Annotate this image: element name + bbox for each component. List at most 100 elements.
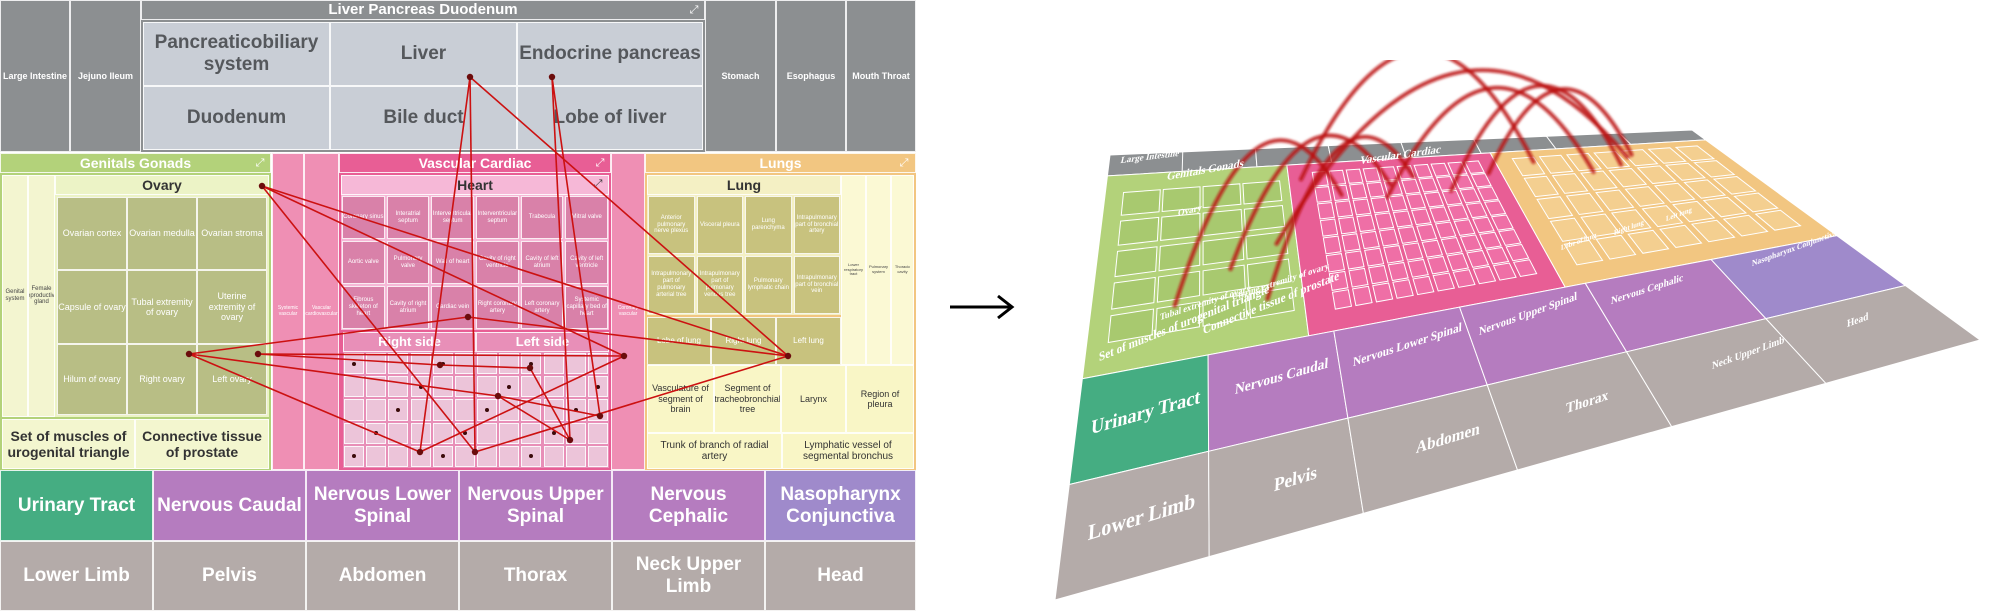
right-side-header[interactable]: Right side (343, 332, 476, 352)
cell-nervous-lower-spinal[interactable]: Nervous Lower Spinal (306, 470, 459, 541)
side-cell[interactable] (454, 445, 475, 467)
cell-left-ovary[interactable]: Left ovary (197, 344, 267, 415)
cell-nervous-upper-spinal[interactable]: Nervous Upper Spinal (459, 470, 612, 541)
expand-icon[interactable]: ⤢ (689, 4, 699, 16)
cell-female-gland[interactable]: Female reproductive gland (28, 175, 55, 417)
side-cell[interactable] (499, 376, 520, 398)
cell-bile-duct[interactable]: Bile duct (330, 86, 517, 150)
heart-cell[interactable]: Cavity of right atrium (386, 286, 430, 329)
cell-ovarian-cortex[interactable]: Ovarian cortex (57, 197, 127, 270)
side-cell[interactable] (587, 376, 608, 398)
side-cell[interactable] (388, 353, 409, 375)
heart-cell[interactable]: Wall of heart (431, 241, 474, 284)
lung-cell[interactable]: Visceral pleura (696, 196, 743, 254)
side-cell[interactable] (499, 445, 520, 467)
side-cell[interactable] (410, 353, 431, 375)
cell-lymphatic-vessel[interactable]: Lymphatic vessel of segmental bronchus (782, 433, 914, 469)
cell-nasopharynx[interactable]: Nasopharynx Conjunctiva (765, 470, 916, 541)
side-cell[interactable] (344, 353, 365, 375)
side-cell[interactable] (477, 353, 498, 375)
heart-cell[interactable]: Right coronary artery (476, 286, 519, 329)
lungs-header[interactable]: Lungs (645, 153, 916, 173)
side-cell[interactable] (587, 445, 608, 467)
side-cell[interactable] (543, 376, 564, 398)
heart-cell[interactable]: Left coronary artery (520, 286, 564, 329)
side-cell[interactable] (521, 399, 542, 421)
cell-pelvis[interactable]: Pelvis (153, 541, 306, 611)
side-cell[interactable] (477, 445, 498, 467)
side-cell[interactable] (521, 376, 542, 398)
heart-cell[interactable]: Aortic valve (342, 241, 385, 284)
cell-lobe-of-lung[interactable]: Lobe of lung (647, 317, 711, 365)
cell-uterine-extremity[interactable]: Uterine extremity of ovary (197, 270, 267, 344)
side-cell[interactable] (366, 422, 387, 444)
cell-pulmonary-system[interactable]: Pulmonary system (866, 175, 891, 365)
side-cell[interactable] (521, 422, 542, 444)
heart-cell[interactable]: Interatrial septum (386, 196, 430, 239)
side-cell[interactable] (344, 445, 365, 467)
cell-esophagus[interactable]: Esophagus (776, 0, 846, 152)
cell-duodenum[interactable]: Duodenum (143, 86, 330, 150)
lung-cell[interactable]: Intrapulmonary part of pulmonary arteria… (648, 256, 695, 314)
heart-cell[interactable]: Coronary sinus (342, 196, 385, 239)
vascular-cardiac-header[interactable]: Vascular Cardiac (339, 153, 611, 173)
ovary-header[interactable]: Ovary (55, 175, 269, 195)
genitals-gonads-header[interactable]: Genitals Gonads (0, 153, 271, 173)
expand-icon[interactable]: ⤢ (899, 157, 909, 169)
cell-trunk-radial[interactable]: Trunk of branch of radial artery (647, 433, 782, 469)
side-cell[interactable] (432, 422, 453, 444)
side-cell[interactable] (344, 376, 365, 398)
cell-tubal-extremity[interactable]: Tubal extremity of ovary (127, 270, 197, 344)
lpd-header[interactable]: Liver Pancreas Duodenum (141, 0, 705, 20)
side-cell[interactable] (477, 399, 498, 421)
side-cell[interactable] (543, 399, 564, 421)
cell-coronary-vascular[interactable]: Coronary vascular (611, 153, 645, 470)
cell-vascular-cardiovascular[interactable]: Vascular cardiovascular (304, 153, 339, 470)
cell-right-ovary[interactable]: Right ovary (127, 344, 197, 415)
cell-mouth-throat[interactable]: Mouth Throat (846, 0, 916, 152)
cell-connective-tissue[interactable]: Connective tissue of prostate (135, 419, 269, 469)
cell-pancreaticobiliary[interactable]: Pancreaticobiliary system (143, 22, 330, 86)
cell-nervous-cephalic[interactable]: Nervous Cephalic (612, 470, 765, 541)
cell-right-lung[interactable]: Right lung (711, 317, 776, 365)
side-cell[interactable] (388, 445, 409, 467)
cell-lower-limb[interactable]: Lower Limb (0, 541, 153, 611)
cell-systemic-vascular[interactable]: Systemic vascular (272, 153, 304, 470)
cell-larynx[interactable]: Larynx (781, 365, 846, 433)
heart-cell[interactable]: Interventricular septum (431, 196, 474, 239)
side-cell[interactable] (454, 422, 475, 444)
cell-region-of-pleura[interactable]: Region of pleura (846, 365, 914, 433)
lung-cell[interactable]: Intrapulmonary part of bronchial artery (793, 196, 840, 254)
side-cell[interactable] (410, 422, 431, 444)
side-cell[interactable] (344, 399, 365, 421)
side-cell[interactable] (432, 399, 453, 421)
side-cell[interactable] (543, 445, 564, 467)
cell-stomach[interactable]: Stomach (705, 0, 776, 152)
cell-capsule-of-ovary[interactable]: Capsule of ovary (57, 270, 127, 344)
side-cell[interactable] (366, 353, 387, 375)
side-cell[interactable] (366, 376, 387, 398)
side-cell[interactable] (366, 399, 387, 421)
side-cell[interactable] (410, 376, 431, 398)
side-cell[interactable] (543, 422, 564, 444)
side-cell[interactable] (432, 445, 453, 467)
cell-thoracic-cavity[interactable]: Thoracic cavity (891, 175, 914, 365)
side-cell[interactable] (477, 376, 498, 398)
side-cell[interactable] (565, 353, 586, 375)
cell-ovarian-stroma[interactable]: Ovarian stroma (197, 197, 267, 270)
cell-thorax[interactable]: Thorax (459, 541, 612, 611)
expand-icon[interactable]: ⤢ (255, 157, 265, 169)
heart-cell[interactable]: Cavity of left atrium (520, 241, 564, 284)
side-cell[interactable] (521, 353, 542, 375)
cell-tracheobronchial[interactable]: Segment of tracheobronchial tree (714, 365, 781, 433)
side-cell[interactable] (388, 376, 409, 398)
heart-cell[interactable]: Cavity of left ventricle (565, 241, 608, 284)
cell-ovarian-medulla[interactable]: Ovarian medulla (127, 197, 197, 270)
side-cell[interactable] (388, 422, 409, 444)
heart-cell[interactable]: Mitral valve (565, 196, 608, 239)
side-cell[interactable] (587, 399, 608, 421)
side-cell[interactable] (454, 399, 475, 421)
heart-cell[interactable]: Cavity of right ventricle (476, 241, 519, 284)
heart-cell[interactable]: Pulmonary valve (386, 241, 430, 284)
lung-cell[interactable]: Pulmonary lymphatic chain (745, 256, 792, 314)
